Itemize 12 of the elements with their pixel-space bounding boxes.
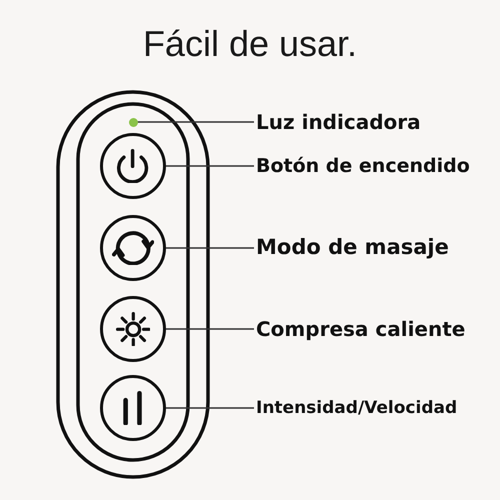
title: Fácil de usar.	[142, 22, 358, 66]
part-label: Intensidad/Velocidad	[256, 398, 458, 418]
leader-line	[138, 121, 254, 123]
part-label: Botón de encendido	[256, 154, 470, 178]
leader-line	[166, 407, 254, 409]
part-label: Luz indicadora	[256, 110, 421, 134]
indicator-light	[128, 118, 138, 126]
part-label: Modo de masaje	[256, 235, 449, 261]
leader-line	[166, 165, 254, 167]
leader-line	[166, 328, 254, 330]
part-label: Compresa caliente	[256, 317, 466, 341]
leader-line	[166, 247, 254, 249]
